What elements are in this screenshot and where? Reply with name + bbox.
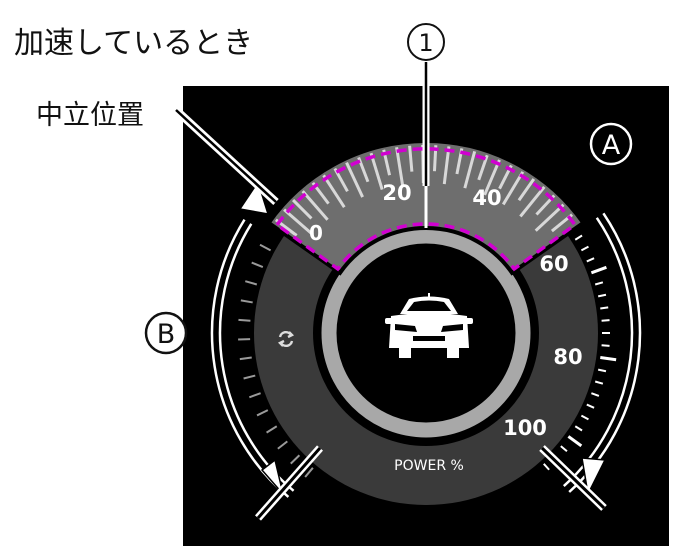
outer-tick [256,409,269,417]
scale-label-40: 40 [472,186,501,210]
gauge-unit-label: POWER % [394,458,464,474]
marker-1-circle [407,23,445,61]
outer-tick [586,257,595,263]
outer-tick [304,467,314,478]
outer-tick [580,245,589,252]
outer-tick [597,293,607,298]
gauge-inner-ring [321,228,531,438]
marker-b-circle [144,311,188,355]
outer-scale-ticks [238,234,617,478]
outer-tick [597,368,607,373]
outer-tick [290,454,301,465]
sector-tick [501,171,525,206]
outer-tick [586,403,595,409]
sector-tick [395,147,405,186]
sector-tick [369,152,384,190]
outer-tick [240,299,253,304]
outer-tick [601,344,610,347]
marker-b-label: B [157,319,176,350]
range-a-arc-inner [562,217,634,488]
outer-tick [245,280,258,286]
range-b-arc [210,218,290,498]
scale-label-60: 60 [539,252,568,276]
power-sector-outline [265,138,587,276]
regen-arrows-icon [277,330,295,348]
marker-a-label: A [602,130,621,161]
outer-tick [600,356,617,362]
outer-tick [574,234,583,241]
outer-tick [238,318,251,322]
outer-tick [590,265,607,275]
sector-tick [483,159,501,196]
outer-tick [594,380,604,385]
scale-label-80: 80 [553,345,582,369]
sector-tick [477,154,489,181]
outer-tick [580,414,589,421]
outer-tick [251,261,264,268]
marker-a-circle [589,122,633,166]
outer-tick [567,435,583,448]
sector-tick [534,203,565,232]
neutral-position-label: 中立位置 [36,100,144,131]
outer-tick [259,243,272,252]
page-title: 加速しているとき [14,26,254,61]
outer-tick [266,425,278,434]
sector-tick [442,146,451,185]
scale-label-20: 20 [382,181,411,205]
sector-tick [517,178,536,202]
outer-tick [243,374,256,380]
range-divider-lines [255,445,607,521]
outer-tick [600,306,609,310]
outer-tick [601,319,610,322]
outer-tick [591,392,600,397]
outer-tick [248,392,261,399]
sector-tick [301,190,329,221]
scale-label-0: 0 [309,221,323,245]
outer-tick [277,440,288,450]
outer-tick [560,445,568,453]
neutral-leader-line-core [175,109,277,203]
sector-tick [408,145,414,172]
outer-tick [594,281,604,286]
car-rear-icon [385,293,473,358]
outer-tick [574,425,583,432]
sector-tick [519,185,546,218]
sector-tick [345,161,364,198]
range-b-arc-inner [218,223,295,492]
sector-tick [292,199,313,220]
sector-tick [283,208,314,236]
range-b-arrow-top [238,180,270,215]
outer-tick [239,356,252,361]
sector-tick [463,151,477,189]
scale-label-100: 100 [503,416,547,440]
neutral-zone-highlight [274,147,578,272]
sector-tick [322,174,346,209]
range-a-arrow-bottom [581,457,607,497]
outer-tick [543,463,550,471]
range-b-arrow-bottom [260,458,284,495]
marker-1-label: 1 [418,29,433,57]
